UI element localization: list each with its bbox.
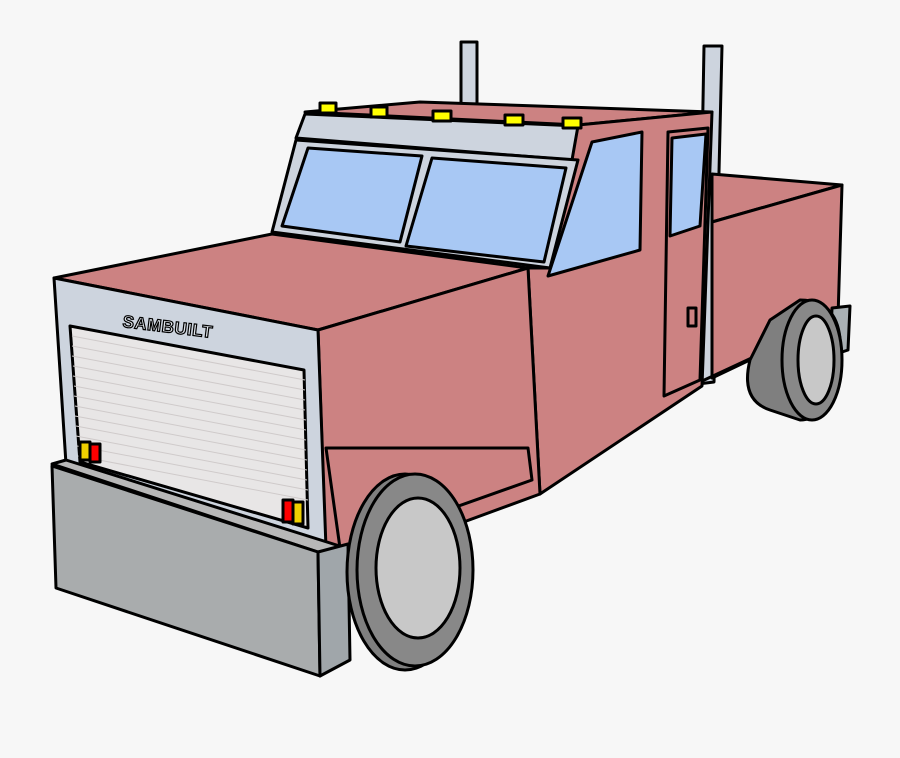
- roof-marker-light: [503, 113, 525, 127]
- door-outline: [662, 126, 710, 398]
- side-window: [546, 130, 644, 278]
- front-hub: [374, 496, 462, 640]
- left-exhaust-stack: [459, 40, 479, 114]
- grille-slats: [71, 335, 309, 501]
- rear-cab-window: [668, 132, 708, 238]
- right-turn-signal-amber: [291, 500, 305, 526]
- roof-marker-light: [561, 116, 583, 130]
- roof-marker-light: [431, 109, 453, 123]
- roof-marker-light: [369, 105, 389, 119]
- door-handle: [686, 306, 698, 328]
- windshield-left: [280, 146, 424, 244]
- roof-marker-light: [318, 101, 338, 115]
- rear-hub: [796, 314, 836, 406]
- left-turn-signal-red: [88, 442, 102, 464]
- windshield-right: [404, 156, 568, 264]
- bumper-side: [316, 542, 352, 678]
